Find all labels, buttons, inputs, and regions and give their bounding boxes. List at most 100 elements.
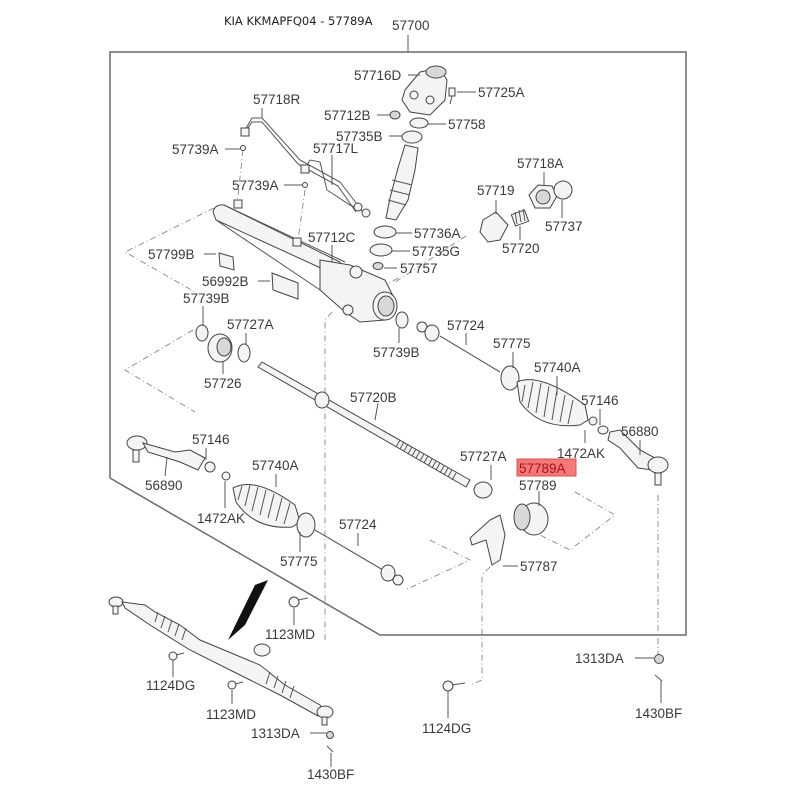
callout-1124DG-2[interactable]: 1124DG: [422, 721, 471, 736]
callout-57737[interactable]: 57737: [545, 219, 583, 234]
callout-57727A-1[interactable]: 57727A: [227, 317, 274, 332]
boot-57740A-2[interactable]: [232, 484, 301, 528]
rack-bar-57720B[interactable]: [257, 361, 471, 488]
clamp-1472AK-2[interactable]: [221, 471, 231, 481]
bolt-1124DG-2[interactable]: [442, 680, 466, 692]
highlighted-part-callout[interactable]: 57789A: [516, 458, 577, 477]
bolt-57725A[interactable]: [448, 87, 456, 105]
callout-57735G[interactable]: 57735G: [412, 244, 460, 259]
bushing-57726[interactable]: [207, 333, 233, 363]
callout-56992B[interactable]: 56992B: [202, 274, 249, 289]
callout-57724-1[interactable]: 57724: [447, 318, 485, 333]
clamp-57775-2[interactable]: [296, 512, 316, 538]
callout-57739B-2[interactable]: 57739B: [373, 345, 420, 360]
callout-57718A[interactable]: 57718A: [517, 156, 564, 171]
callout-57727A-2[interactable]: 57727A: [460, 449, 507, 464]
nut-57146-2[interactable]: [204, 461, 216, 473]
callout-1472AK-2[interactable]: 1472AK: [197, 511, 245, 526]
seal-57735G[interactable]: [369, 243, 393, 257]
diagram-title: KIA KKMAPFQ04 - 57789A: [224, 14, 373, 28]
callout-57736A[interactable]: 57736A: [414, 226, 461, 241]
tie-rod-end-56890[interactable]: [126, 435, 206, 471]
bushing-57789[interactable]: [513, 502, 549, 536]
callout-1123MD-1[interactable]: 1123MD: [265, 627, 315, 642]
callout-57716D[interactable]: 57716D: [354, 68, 402, 83]
callout-57726[interactable]: 57726: [204, 376, 242, 391]
seal-57739B-2[interactable]: [395, 311, 409, 329]
pipe-57717L[interactable]: [300, 159, 371, 218]
callout-57787[interactable]: 57787: [520, 559, 558, 574]
callout-57739B-1[interactable]: 57739B: [183, 291, 230, 306]
o-ring-57739A-1[interactable]: [240, 145, 246, 151]
callout-57757[interactable]: 57757: [400, 261, 438, 276]
callout-57758[interactable]: 57758: [448, 117, 486, 132]
seal-57712B[interactable]: [389, 110, 401, 120]
bolt-1123MD-1[interactable]: [288, 596, 309, 608]
plug-57737[interactable]: [553, 180, 573, 200]
callout-57789A[interactable]: 57789A: [519, 461, 566, 476]
callout-57720B[interactable]: 57720B: [350, 390, 397, 405]
assembly-pointer-arrow: [228, 580, 268, 640]
callout-57735B[interactable]: 57735B: [336, 129, 383, 144]
callout-1472AK-1[interactable]: 1472AK: [557, 446, 605, 461]
spring-57720[interactable]: [510, 208, 530, 227]
inner-tie-rod-57724-2[interactable]: [314, 529, 404, 586]
yoke-57719[interactable]: [479, 211, 509, 243]
callout-56880[interactable]: 56880: [621, 424, 659, 439]
bolt-1124DG-1[interactable]: [168, 651, 185, 661]
boot-57740A-1[interactable]: [516, 379, 589, 427]
valve-housing-57716D[interactable]: [401, 65, 448, 116]
nut-1313DA-2[interactable]: [654, 654, 664, 664]
pipe-57718R[interactable]: [240, 117, 361, 213]
callout-57146-2[interactable]: 57146: [192, 432, 230, 447]
bracket-57787[interactable]: [469, 514, 506, 566]
callout-57739A-1[interactable]: 57739A: [172, 142, 219, 157]
cotter-pin-1430BF-1[interactable]: [326, 745, 334, 753]
pinion-shaft[interactable]: [385, 144, 419, 221]
callout-57146-1[interactable]: 57146: [581, 393, 619, 408]
callout-57725A[interactable]: 57725A: [478, 85, 525, 100]
tie-rod-end-56880[interactable]: [607, 429, 669, 486]
callout-1313DA-1[interactable]: 1313DA: [251, 726, 300, 741]
o-ring-57739A-2[interactable]: [302, 182, 308, 188]
seal-57736A[interactable]: [373, 225, 397, 239]
callout-57775-1[interactable]: 57775: [493, 336, 531, 351]
inner-tie-rod-57724-1[interactable]: [416, 321, 501, 373]
callout-57724-2[interactable]: 57724: [339, 517, 377, 532]
callout-56890[interactable]: 56890: [145, 478, 183, 493]
label-plate-57799B[interactable]: [218, 252, 235, 271]
callout-57775-2[interactable]: 57775: [280, 554, 318, 569]
callout-57799B[interactable]: 57799B: [148, 247, 195, 262]
nut-57146-1[interactable]: [597, 425, 609, 435]
clamp-57775-1[interactable]: [500, 365, 520, 391]
leader-lines: [164, 74, 662, 767]
seal-57735B[interactable]: [401, 130, 423, 144]
callout-57739A-2[interactable]: 57739A: [232, 178, 279, 193]
seal-57758[interactable]: [409, 117, 429, 129]
bolt-1123MD-2[interactable]: [227, 680, 244, 690]
callout-57712B[interactable]: 57712B: [324, 108, 371, 123]
callout-57719[interactable]: 57719: [477, 183, 515, 198]
rack-housing-57712C[interactable]: [212, 199, 398, 323]
alignment-lines: [124, 149, 659, 686]
callout-57717L[interactable]: 57717L: [313, 141, 359, 156]
callout-1123MD-2[interactable]: 1123MD: [206, 707, 256, 722]
callout-1430BF-1[interactable]: 1430BF: [307, 767, 354, 782]
seal-57727A-1[interactable]: [237, 343, 251, 363]
nut-1313DA-1[interactable]: [326, 731, 334, 739]
callout-1124DG-1[interactable]: 1124DG: [146, 678, 195, 693]
callout-57740A-1[interactable]: 57740A: [534, 360, 581, 375]
clamp-1472AK-1[interactable]: [588, 416, 598, 426]
callout-57712C[interactable]: 57712C: [308, 230, 356, 245]
callout-1430BF-2[interactable]: 1430BF: [635, 706, 682, 721]
label-plate-56992B[interactable]: [271, 272, 299, 300]
seal-57739B-1[interactable]: [195, 324, 209, 342]
callout-57720[interactable]: 57720: [502, 241, 540, 256]
callout-57740A-2[interactable]: 57740A: [252, 458, 299, 473]
callout-1313DA-2[interactable]: 1313DA: [575, 651, 624, 666]
callout-57789[interactable]: 57789: [519, 478, 557, 493]
callout-57718R[interactable]: 57718R: [253, 92, 301, 107]
seal-57757[interactable]: [372, 262, 384, 270]
seal-57727A-2[interactable]: [473, 481, 493, 499]
